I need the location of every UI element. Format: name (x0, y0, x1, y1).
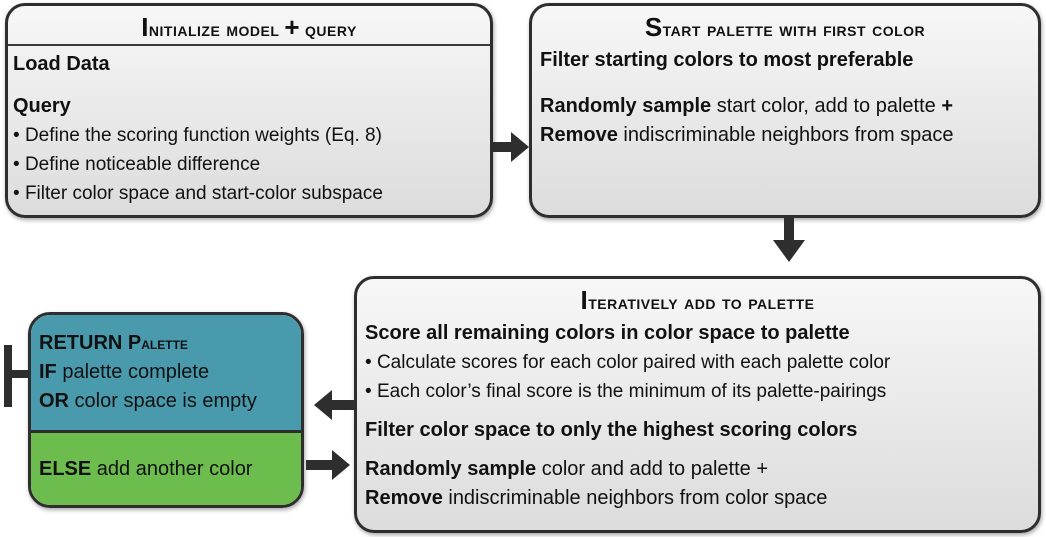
decision-divider (31, 430, 301, 433)
query-bullet: Filter color space and start-color subsp… (13, 179, 490, 208)
query-bullet: Define the scoring function weights (Eq.… (13, 121, 490, 150)
query-heading: Query (13, 95, 71, 117)
score-heading: Score all remaining colors in color spac… (365, 322, 850, 344)
if-complete-text: IF palette complete (39, 361, 210, 383)
load-data-text: Load Data (13, 53, 110, 75)
terminator-bar (4, 345, 12, 407)
decision-box: RETURN Palette IF palette complete OR co… (28, 312, 304, 508)
sample-iterate-text: Randomly sample color and add to palette… (365, 458, 769, 480)
return-section: RETURN Palette IF palette complete OR co… (31, 315, 301, 432)
sample-start-text: Randomly sample start color, add to pale… (540, 95, 953, 117)
filter-iterate-text: Filter color space to only the highest s… (365, 419, 858, 441)
or-empty-text: OR color space is empty (39, 390, 257, 412)
initialize-header: Initialize model + query (141, 12, 357, 42)
else-section: ELSE add another color (31, 433, 301, 505)
arrow-right-icon (306, 450, 350, 480)
query-bullet: Define noticeable difference (13, 150, 490, 179)
terminator-stub (10, 370, 30, 378)
initialize-divider (8, 44, 490, 46)
iterate-header: Iteratively add to palette (580, 285, 815, 315)
arrow-left-icon (314, 390, 356, 420)
iterate-box: Iteratively add to palette Score all rem… (354, 276, 1041, 533)
score-bullet: Each color’s final score is the minimum … (365, 377, 1038, 406)
remove-iterate-text: Remove indiscriminable neighbors from co… (365, 487, 828, 509)
arrow-right-icon (493, 132, 529, 162)
score-bullet: Calculate scores for each color paired w… (365, 348, 1038, 377)
filter-start-text: Filter starting colors to most preferabl… (540, 49, 914, 71)
arrow-down-icon (773, 218, 805, 262)
return-palette-text: RETURN Palette (39, 332, 188, 354)
start-palette-box: Start palette with first color Filter st… (529, 3, 1041, 218)
remove-start-text: Remove indiscriminable neighbors from sp… (540, 124, 954, 146)
else-text: ELSE add another color (39, 458, 253, 480)
start-palette-header: Start palette with first color (644, 12, 926, 42)
initialize-box: Initialize model + query Load Data Query… (5, 3, 493, 218)
